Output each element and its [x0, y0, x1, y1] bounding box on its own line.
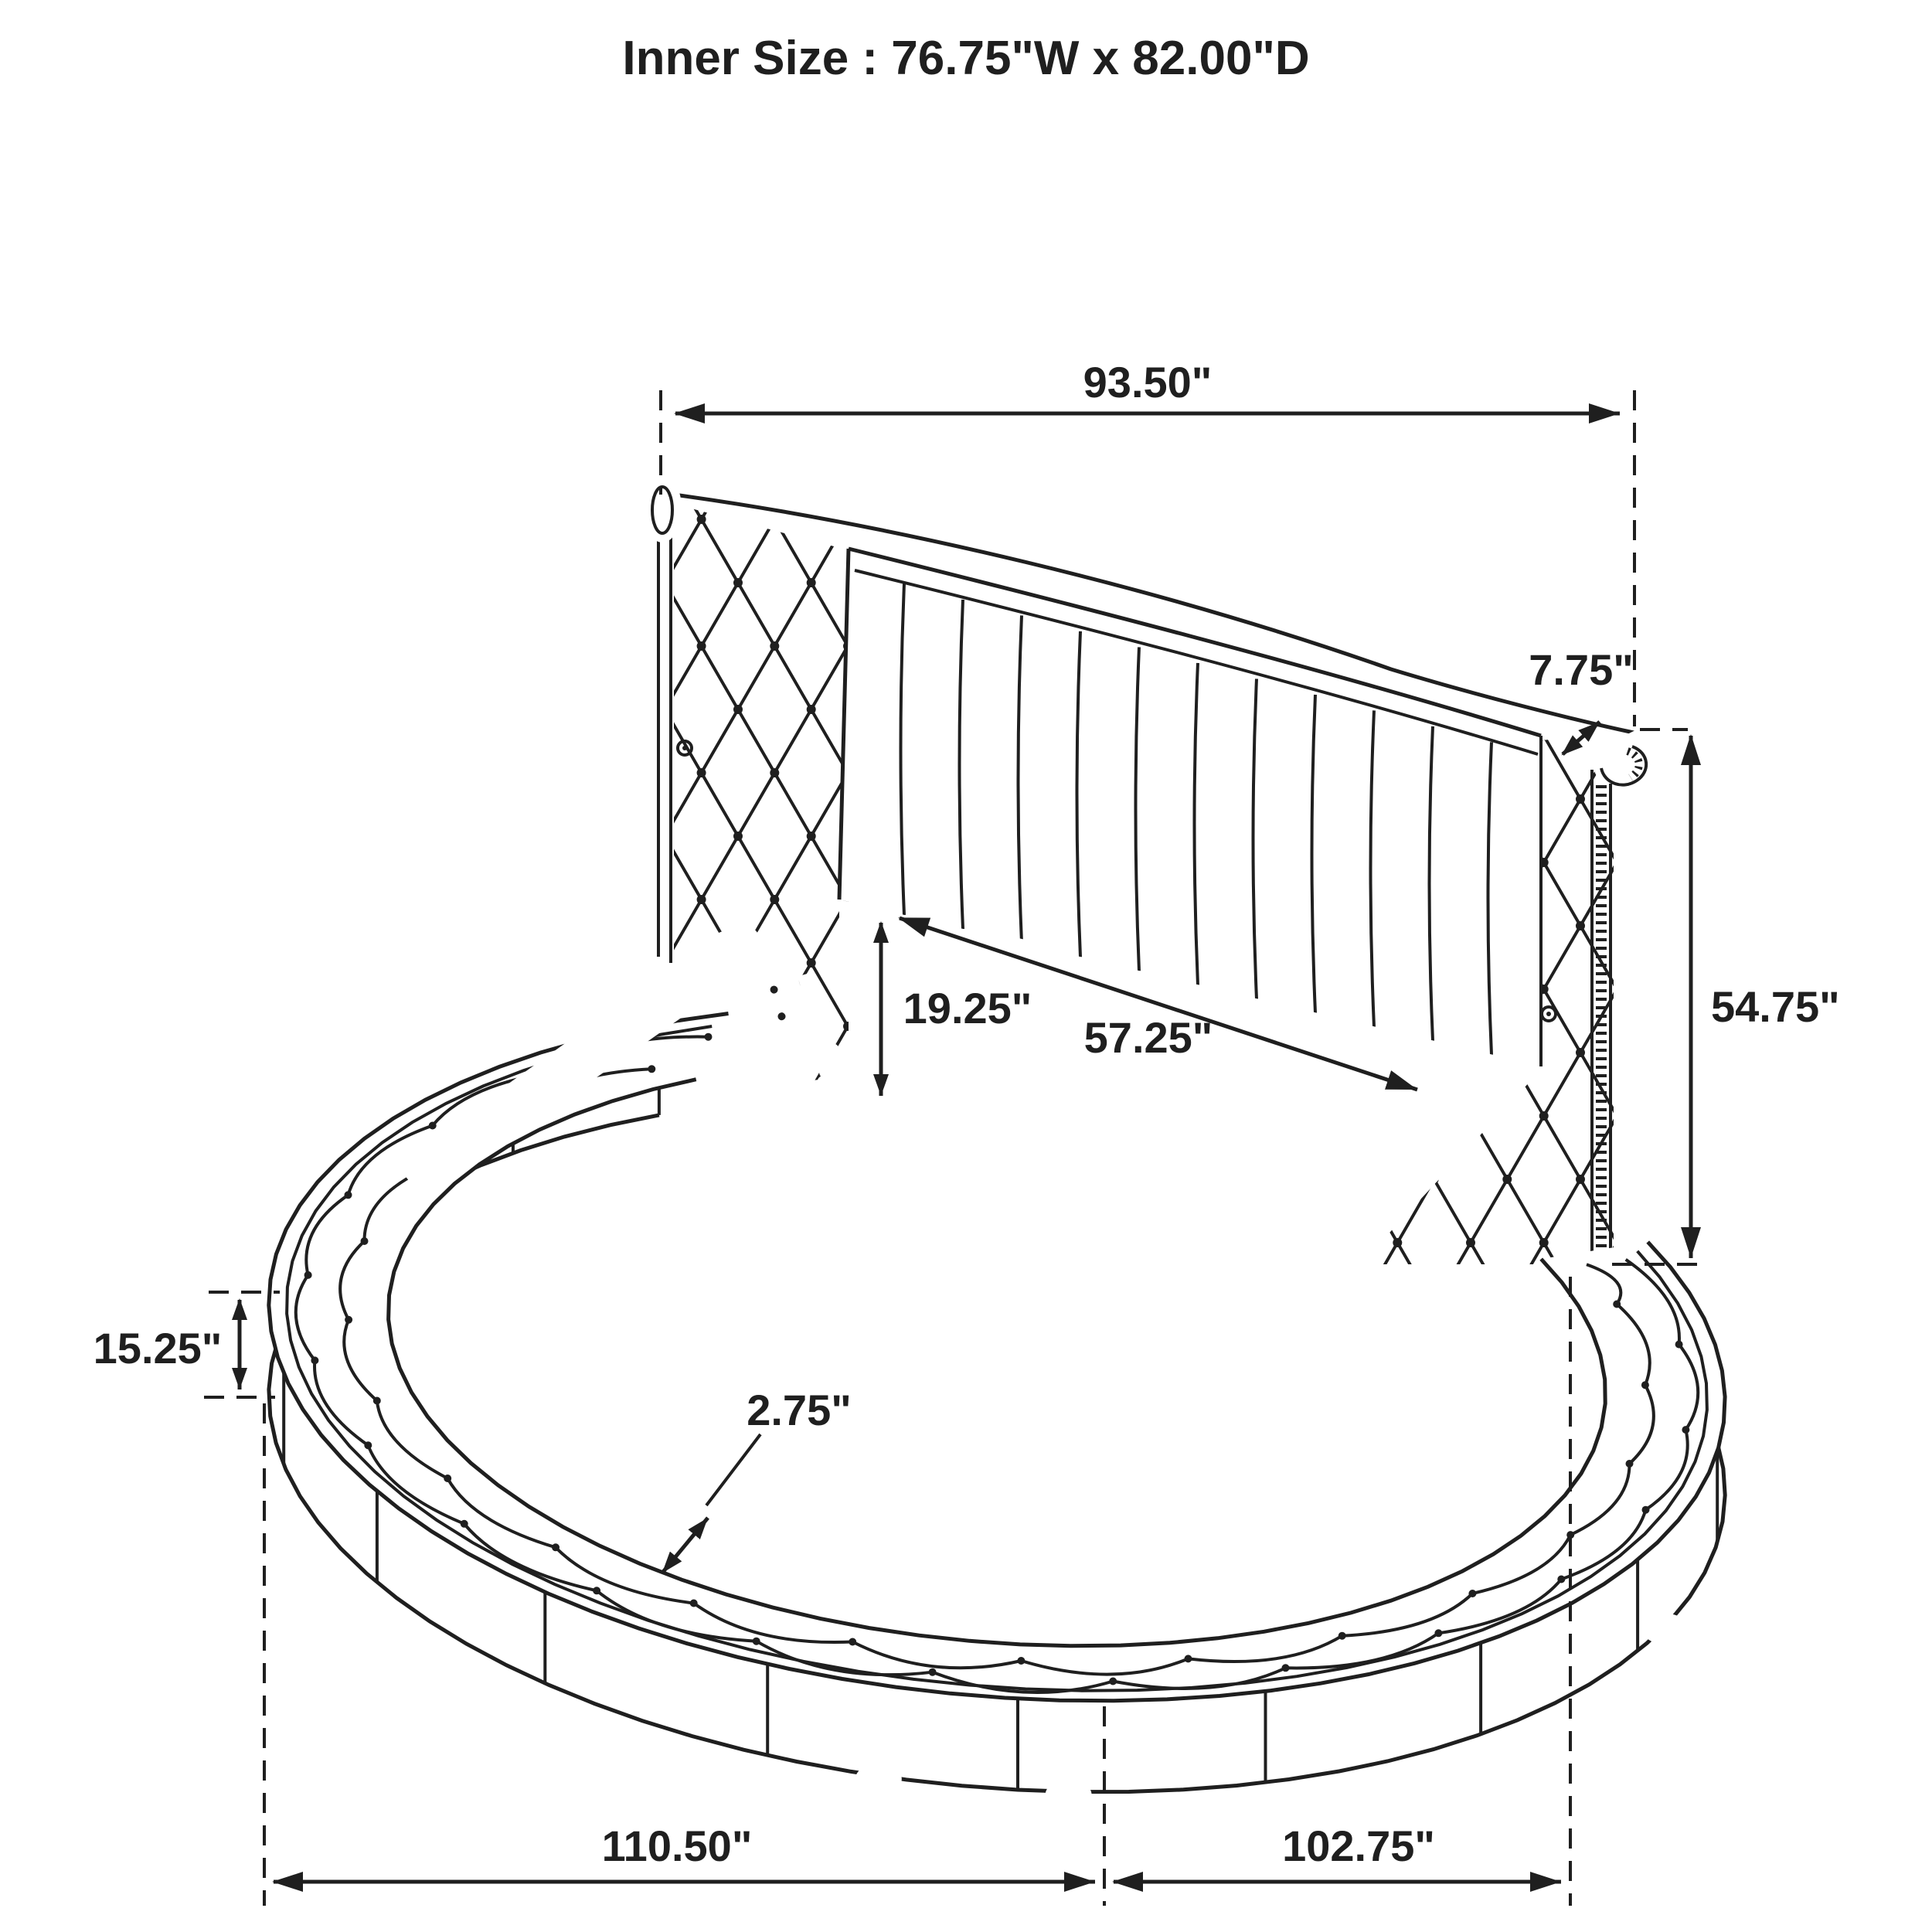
dimension-overall-depth: 102.75" [1112, 1821, 1561, 1892]
channel-seams [899, 583, 1493, 1055]
dimension-rim-lip: 2.75" [662, 1386, 852, 1573]
dimension-base-height: 15.25" [94, 1291, 280, 1399]
dimension-headboard-width: 93.50" [659, 358, 1636, 726]
mounting-bracket [755, 967, 821, 1035]
dimension-headboard-height: 54.75" [1612, 728, 1840, 1266]
svg-text:110.50": 110.50" [602, 1821, 753, 1870]
platform-foot [1642, 1613, 1689, 1645]
headboard-top-edge [673, 492, 1634, 735]
platform-foot [1045, 1779, 1092, 1811]
platform-foot [855, 1764, 902, 1794]
rim-lip-edge [285, 1025, 1709, 1692]
svg-text:57.25": 57.25" [1084, 1013, 1213, 1062]
headboard-left-edge [657, 524, 672, 963]
diamond-tufting-left [674, 504, 849, 1080]
right-scroll-icon [1593, 731, 1657, 791]
dimension-scroll-depth: 7.75" [1529, 645, 1634, 756]
headboard [643, 474, 1657, 1267]
dimension-overall-width: 110.50" [263, 1277, 1572, 1906]
mattress-recess [396, 917, 842, 1199]
left-scroll-inner [651, 485, 674, 535]
page-title: Inner Size : 76.75"W x 82.00"D [622, 32, 1309, 85]
tuft-button-right-dot [1546, 1012, 1551, 1016]
recess-left-wall [396, 917, 774, 1199]
annotations: Inner Size : 76.75"W x 82.00"D 93.50" 7.… [94, 32, 1840, 1906]
dimension-inner-rail-width: 57.25" [898, 916, 1418, 1092]
svg-text:19.25": 19.25" [903, 984, 1032, 1032]
left-scroll-icon [643, 474, 682, 543]
wing-foot [818, 1043, 842, 1087]
svg-text:15.25": 15.25" [94, 1324, 223, 1372]
svg-text:54.75": 54.75" [1711, 982, 1840, 1031]
led-piping-strip [1590, 770, 1612, 1266]
tuft-button-left-dot [682, 746, 687, 750]
svg-text:102.75": 102.75" [1282, 1821, 1435, 1870]
leader-line [705, 1433, 762, 1507]
tuft-button-left [676, 740, 693, 757]
svg-text:93.50": 93.50" [1083, 358, 1213, 406]
rim-inner-edge [386, 1077, 1607, 1648]
svg-text:2.75": 2.75" [747, 1386, 852, 1434]
rim-outer-edge [267, 1012, 1727, 1703]
svg-text:7.75": 7.75" [1529, 645, 1634, 694]
